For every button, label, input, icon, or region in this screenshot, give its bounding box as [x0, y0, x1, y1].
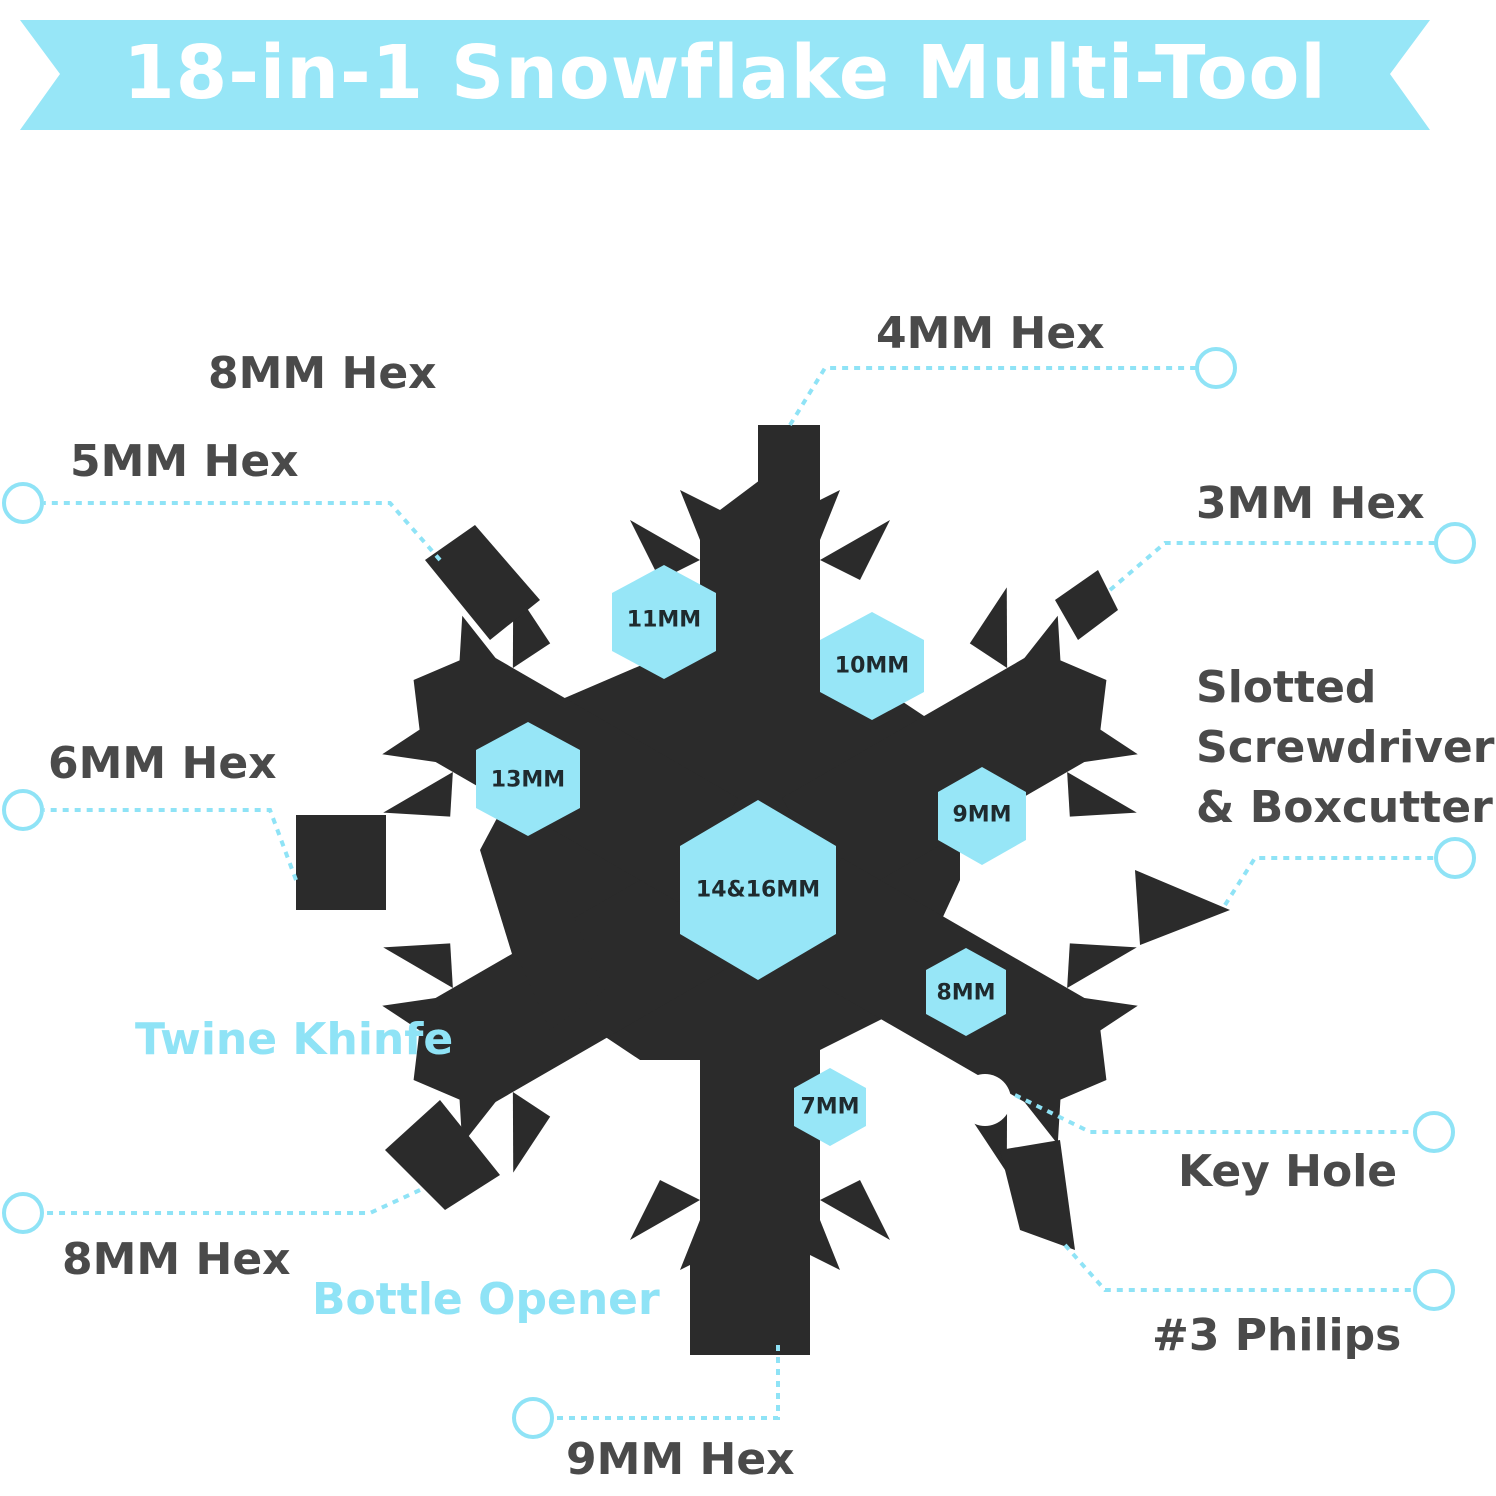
slotted-tip	[1135, 870, 1230, 945]
title-banner	[20, 20, 1430, 130]
callout-philips: #3 Philips	[1152, 1310, 1402, 1361]
callout-4mm-hex: 4MM Hex	[876, 308, 1105, 359]
callout-twine-knife: Twine Khinfe	[135, 1014, 454, 1065]
hex-bit-3mm	[1055, 570, 1118, 640]
hex-bit-5mm	[425, 525, 540, 640]
hex-bit-4mm	[758, 425, 820, 515]
callout-bottle-opener: Bottle Opener	[312, 1274, 660, 1325]
wrench-size-8mm: 8MM	[936, 980, 996, 1006]
callout-6mm-hex: 6MM Hex	[48, 738, 277, 789]
hex-bit-9mm	[690, 1250, 810, 1355]
hex-bit-6mm	[296, 815, 386, 910]
wrench-size-10mm: 10MM	[834, 653, 910, 679]
page-title: 18-in-1 Snowflake Multi-Tool	[123, 30, 1327, 116]
callout-3mm-hex: 3MM Hex	[1196, 478, 1425, 529]
callout-8mm-hex-bottom: 8MM Hex	[62, 1234, 291, 1285]
callout-slotted-line1: Slotted	[1196, 662, 1377, 713]
wrench-size-13mm: 13MM	[490, 767, 566, 793]
hex-bit-8mm-bottom	[385, 1100, 500, 1210]
wrench-size-9mm: 9MM	[952, 802, 1012, 828]
callout-9mm-hex: 9MM Hex	[566, 1434, 795, 1485]
wrench-size-14-16mm: 14&16MM	[695, 877, 821, 903]
callout-slotted-line2: Screwdriver	[1196, 722, 1495, 773]
key-hole	[959, 1074, 1011, 1126]
callout-key-hole: Key Hole	[1178, 1146, 1398, 1197]
wrench-size-7mm: 7MM	[800, 1094, 860, 1120]
wrench-size-11mm: 11MM	[626, 607, 702, 633]
callout-8mm-hex-top: 8MM Hex	[208, 348, 437, 399]
callout-slotted-screwdriver: Slotted Screwdriver & Boxcutter	[1196, 658, 1494, 838]
callout-5mm-hex: 5MM Hex	[70, 436, 299, 487]
callout-slotted-line3: & Boxcutter	[1196, 782, 1493, 833]
philips-tip	[1000, 1140, 1075, 1250]
